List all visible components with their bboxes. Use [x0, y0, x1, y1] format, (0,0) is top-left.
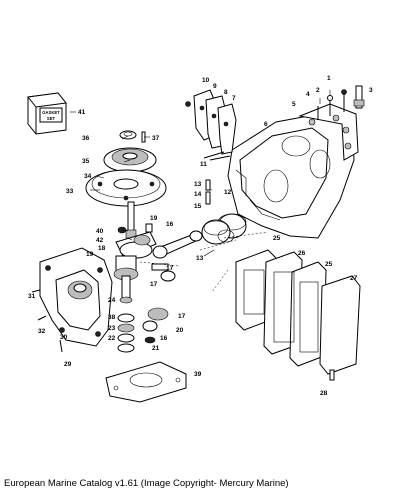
callout-3: 3 — [369, 87, 373, 94]
callout-13b: 13 — [196, 255, 204, 262]
callout-42: 42 — [96, 237, 104, 244]
crankcase-cover — [31, 247, 113, 353]
callout-37: 37 — [152, 135, 160, 142]
callout-21: 21 — [152, 345, 160, 352]
callout-12: 12 — [224, 189, 232, 196]
callout-28: 28 — [320, 390, 328, 397]
callout-29: 29 — [64, 361, 72, 368]
exploded-parts-diagram: GASKET SET — [27, 75, 373, 403]
gasket-box-line1: GASKET — [42, 110, 60, 115]
callout-16b: 16 — [160, 335, 168, 342]
callout-19a: 19 — [150, 215, 158, 222]
callout-5: 5 — [292, 101, 296, 108]
callout-32: 32 — [38, 328, 46, 335]
callout-2: 2 — [316, 87, 320, 94]
callout-40: 40 — [96, 228, 104, 235]
callout-6: 6 — [264, 121, 268, 128]
callout-41: 41 — [78, 109, 86, 116]
callout-39: 39 — [194, 371, 202, 378]
callout-4: 4 — [306, 91, 310, 98]
callout-25a: 25 — [273, 235, 281, 242]
stator-and-flywheel-plate — [85, 130, 167, 207]
lower-seals — [117, 307, 169, 353]
callout-7: 7 — [232, 95, 236, 102]
leader-lines — [70, 90, 331, 257]
callout-25b: 25 — [325, 261, 333, 268]
callout-20: 20 — [176, 327, 184, 334]
callout-14: 14 — [194, 191, 202, 198]
callout-13a: 13 — [194, 181, 202, 188]
callout-19b: 19 — [86, 251, 94, 258]
callout-33: 33 — [66, 188, 74, 195]
crankshaft-assembly — [113, 201, 203, 304]
callout-15: 15 — [194, 203, 202, 210]
callout-27: 27 — [350, 275, 358, 282]
gasket-box-line2: SET — [47, 116, 56, 121]
callout-34: 34 — [84, 173, 92, 180]
callout-18: 18 — [98, 245, 106, 252]
callout-26: 26 — [298, 250, 306, 257]
callout-36: 36 — [82, 135, 90, 142]
exhaust-cover-plates — [211, 231, 361, 381]
callout-1: 1 — [327, 75, 331, 82]
callout-10: 10 — [202, 77, 210, 84]
callout-24: 24 — [108, 297, 116, 304]
cylinder-block — [227, 103, 359, 239]
callout-31: 31 — [28, 293, 36, 300]
callout-30: 30 — [60, 334, 68, 341]
piston-assembly — [199, 179, 247, 251]
callout-17b: 17 — [150, 281, 158, 288]
gasket-set-box: GASKET SET — [27, 92, 67, 135]
callout-17c: 17 — [178, 313, 186, 320]
callout-8: 8 — [224, 89, 228, 96]
callout-9: 9 — [213, 83, 217, 90]
callout-labels: 1 2 3 4 5 6 7 8 9 10 11 12 13 13 14 15 1… — [28, 75, 373, 397]
spark-plug-and-studs — [317, 85, 365, 120]
callout-16a: 16 — [166, 221, 174, 228]
callout-38: 38 — [108, 314, 116, 321]
base-gasket — [105, 361, 187, 403]
callout-35: 35 — [82, 158, 90, 165]
callout-23: 23 — [108, 325, 116, 332]
catalog-caption: European Marine Catalog v1.61 (Image Cop… — [4, 478, 289, 489]
callout-17a: 17 — [166, 265, 174, 272]
callout-11: 11 — [200, 161, 207, 168]
reed-bracket-parts — [185, 89, 237, 161]
callout-22: 22 — [108, 335, 116, 342]
